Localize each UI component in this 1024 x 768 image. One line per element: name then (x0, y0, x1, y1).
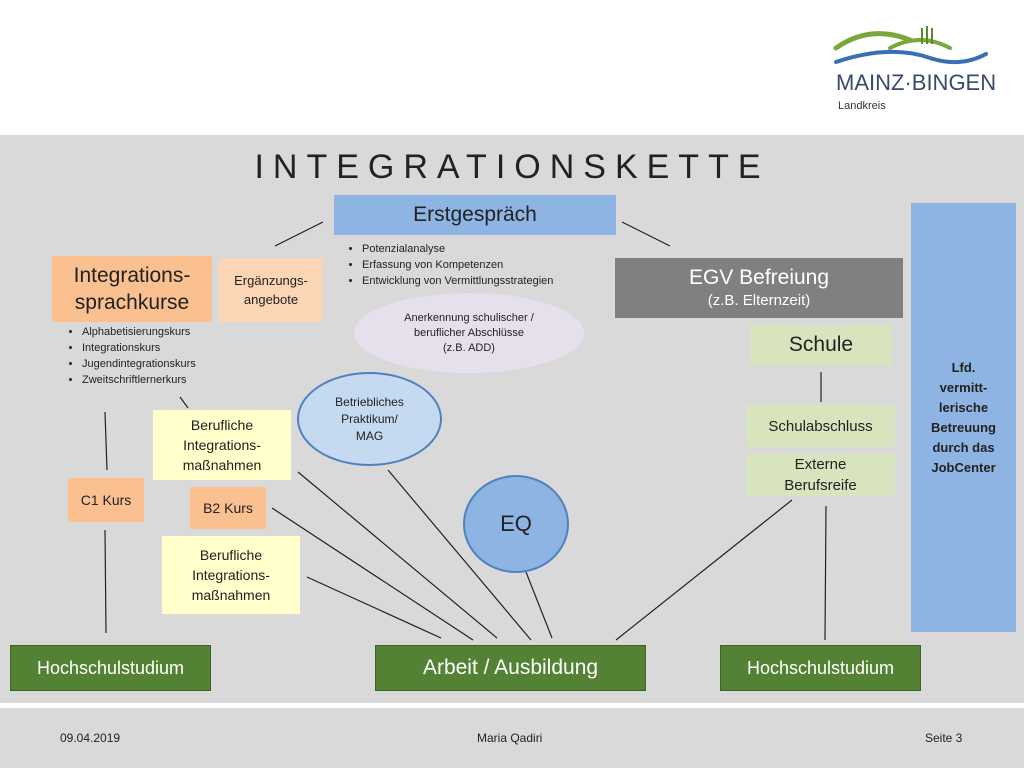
node-hochschulstudium-right-label: Hochschulstudium (746, 657, 895, 678)
node-integrationssprachkurse-line1: Integrations- (73, 264, 191, 287)
line-beruf2-arbeit (306, 576, 442, 639)
node-betriebliches-praktikum: Betriebliches Praktikum/ MAG (297, 372, 442, 466)
node-c1-kurs: C1 Kurs (68, 478, 144, 522)
node-lfd-line2: vermitt- (939, 379, 988, 395)
node-b2-kurs: B2 Kurs (190, 487, 266, 529)
node-hochschulstudium-left-label: Hochschulstudium (36, 657, 185, 678)
footer-author: Maria Qadiri (477, 731, 543, 745)
node-beruf1-line2: Integrations- (183, 437, 261, 453)
node-anerkennung: Anerkennung schulischer / beruflicher Ab… (354, 293, 584, 373)
logo: MAINZ·BINGEN Landkreis (830, 18, 1000, 118)
node-anerkennung-line3: (z.B. ADD) (443, 341, 495, 354)
node-ergaenzungsangebote-line2: angebote (243, 292, 299, 307)
bullet-item: Integrationskurs (82, 340, 236, 356)
node-schule-label: Schule (788, 333, 854, 356)
node-lfd-line4: Betreuung (931, 419, 996, 435)
node-b2-label: B2 Kurs (203, 500, 253, 516)
node-ergaenzungsangebote-line1: Ergänzungs- (234, 273, 308, 288)
line-erst-right (621, 221, 671, 247)
line-praktikum-arbeit (387, 469, 532, 641)
node-externe-line2: Berufsreife (784, 477, 857, 494)
node-lfd-betreuung: Lfd. vermitt- lerische Betreuung durch d… (911, 203, 1016, 632)
erstgespraech-bullets: Potenzialanalyse Erfassung von Kompetenz… (346, 241, 626, 289)
node-anerkennung-line1: Anerkennung schulischer / (404, 311, 534, 324)
footer-page: Seite 3 (925, 731, 963, 745)
line-beruf1-arbeit (297, 471, 498, 639)
node-externe-line1: Externe (794, 456, 847, 473)
node-schulabschluss: Schulabschluss (746, 405, 895, 447)
bullet-item: Entwicklung von Vermittlungsstrategien (362, 273, 626, 289)
node-egv-befreiung: EGV Befreiung (z.B. Elternzeit) (615, 258, 903, 318)
line-erst-left (274, 221, 324, 247)
node-lfd-line6: JobCenter (931, 459, 996, 475)
node-arbeit-label: Arbeit / Ausbildung (422, 656, 599, 679)
node-egv-line2: (z.B. Elternzeit) (707, 292, 811, 309)
node-beruf1-line3: maßnahmen (182, 457, 262, 473)
node-anerkennung-line2: beruflicher Abschlüsse (413, 326, 525, 339)
node-berufliche-integrationsmassnahmen-1: Berufliche Integrations- maßnahmen (153, 410, 291, 480)
node-lfd-line1: Lfd. (951, 359, 976, 375)
bullet-item: Alphabetisierungskurs (82, 324, 236, 340)
node-integrationssprachkurse: Integrations- sprachkurse (52, 256, 212, 322)
bullet-item: Erfassung von Kompetenzen (362, 257, 626, 273)
node-ergaenzungsangebote: Ergänzungs- angebote (219, 258, 323, 322)
node-eq-label: EQ (500, 511, 532, 536)
node-integrationssprachkurse-line2: sprachkurse (74, 291, 190, 314)
node-praktikum-line1: Betriebliches (335, 394, 404, 409)
node-lfd-line5: durch das (932, 439, 995, 455)
node-schule: Schule (750, 325, 892, 365)
node-eq: EQ (463, 475, 569, 573)
line-sprach-c1 (104, 411, 108, 471)
logo-landscape-icon (833, 26, 988, 65)
node-lfd-line3: lerische (938, 399, 989, 415)
logo-name: MAINZ·BINGEN (836, 70, 997, 95)
bullet-item: Jugendintegrationskurs (82, 356, 236, 372)
node-hochschulstudium-right: Hochschulstudium (720, 645, 921, 691)
line-eq-arbeit (525, 571, 553, 639)
line-sprach-beruf (179, 396, 189, 409)
node-erstgespraech: Erstgespräch (334, 195, 616, 235)
bullet-item: Potenzialanalyse (362, 241, 626, 257)
node-beruf1-line1: Berufliche (190, 417, 254, 433)
node-erstgespraech-label: Erstgespräch (413, 203, 537, 226)
node-externe-berufsreife: Externe Berufsreife (746, 454, 895, 496)
node-praktikum-line3: MAG (355, 428, 384, 443)
line-berufsreife-arbeit (615, 499, 793, 641)
footer-bar (0, 708, 1024, 768)
line-c1-hochschule (104, 529, 107, 634)
node-c1-label: C1 Kurs (80, 492, 132, 508)
node-beruf2-line3: maßnahmen (191, 587, 271, 603)
node-beruf2-line1: Berufliche (199, 547, 263, 563)
node-arbeit-ausbildung: Arbeit / Ausbildung (375, 645, 646, 691)
sprachkurse-bullets: Alphabetisierungskurs Integrationskurs J… (66, 324, 236, 388)
node-beruf2-line2: Integrations- (192, 567, 270, 583)
line-berufsreife-hochschule (824, 505, 827, 641)
page-title: INTEGRATIONSKETTE (254, 148, 770, 186)
node-egv-line1: EGV Befreiung (688, 266, 830, 289)
node-hochschulstudium-left: Hochschulstudium (10, 645, 211, 691)
node-praktikum-line2: Praktikum/ (341, 411, 398, 426)
line-b2-arbeit (271, 507, 474, 641)
node-berufliche-integrationsmassnahmen-2: Berufliche Integrations- maßnahmen (162, 536, 300, 614)
logo-sub: Landkreis (838, 100, 886, 112)
footer-date: 09.04.2019 (60, 731, 121, 745)
bullet-item: Zweitschriftlernerkurs (82, 372, 236, 388)
node-schulabschluss-label: Schulabschluss (768, 417, 873, 435)
